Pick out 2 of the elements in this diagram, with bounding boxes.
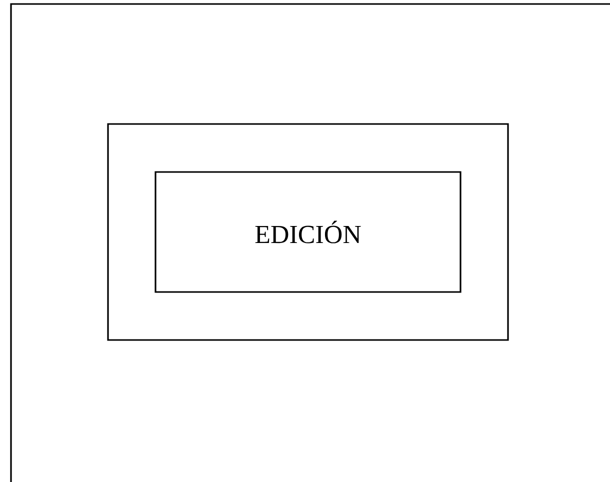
frame-box (107, 123, 509, 341)
text-box: EDICIÓN (154, 171, 462, 293)
